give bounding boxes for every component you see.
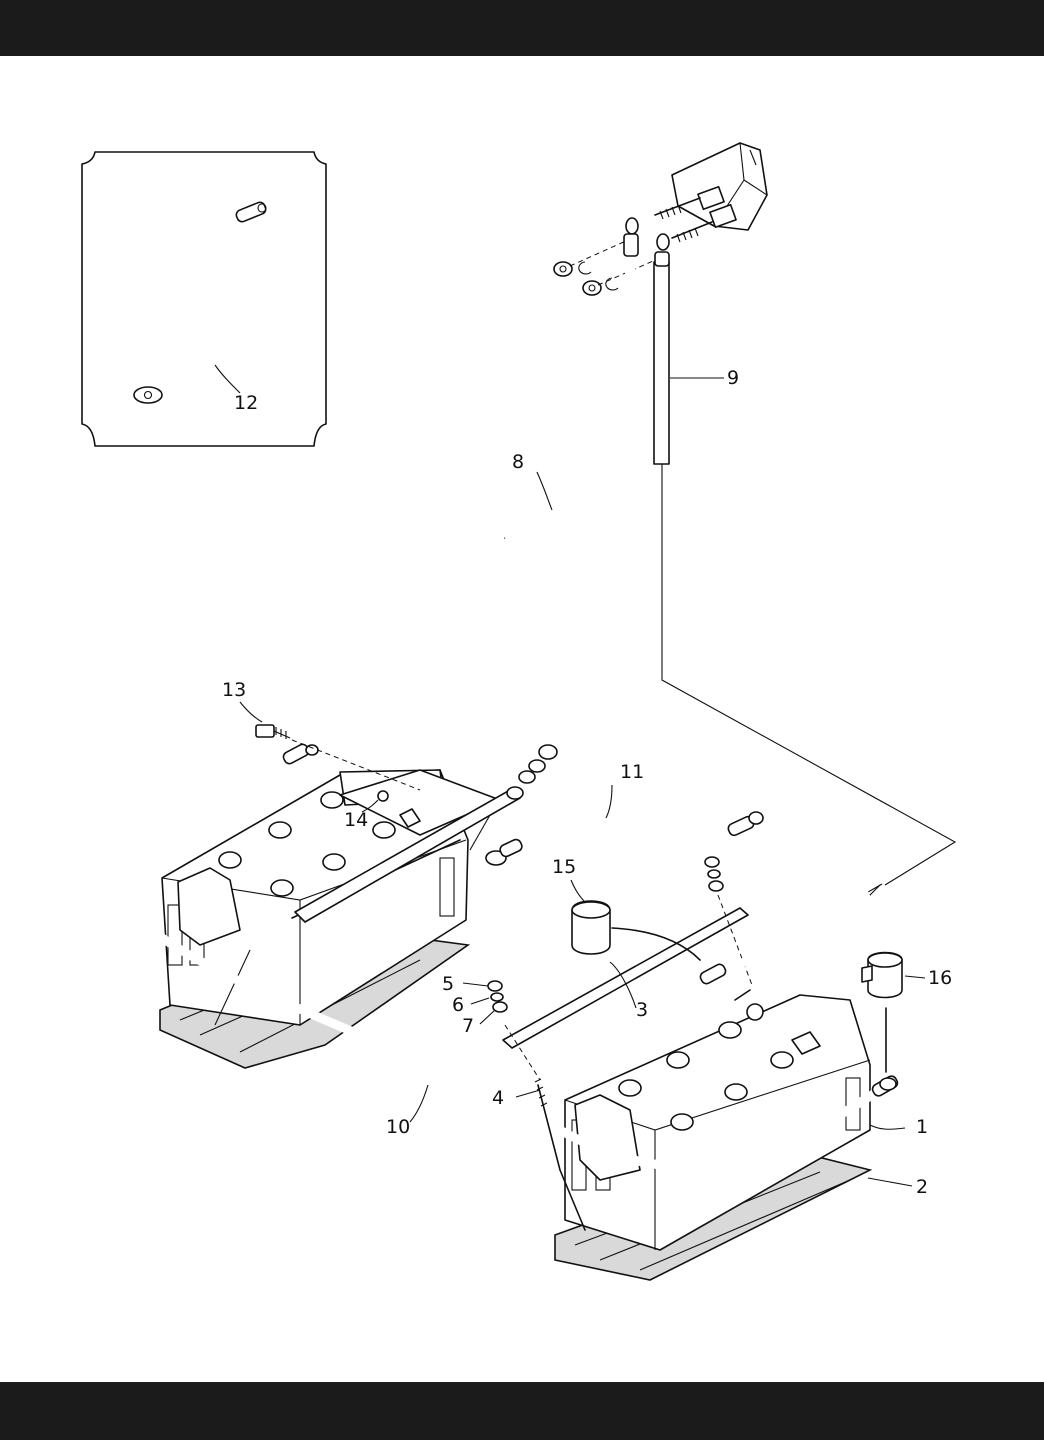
callout-6: 6 [452,994,464,1016]
callout-4: 4 [492,1087,504,1109]
washers-left [519,745,557,783]
callout-8: 8 [512,451,524,473]
callout-16: 16 [928,967,952,989]
callout-1: 1 [916,1116,928,1138]
callout-2: 2 [916,1176,928,1198]
callout-5: 5 [442,973,454,995]
callout-11: 11 [620,761,644,783]
cable-9 [654,234,669,464]
right-battery [555,995,870,1280]
terminal-cover-16 [862,953,902,1073]
callout-10: 10 [386,1116,410,1138]
callout-13: 13 [222,679,246,701]
callout-7: 7 [462,1015,474,1037]
callout-14: 14 [344,809,368,831]
cable-11 [486,808,763,866]
callout-15: 15 [552,856,576,878]
callout-3: 3 [636,999,648,1021]
inset-frame [82,152,326,446]
callout-9: 9 [727,367,739,389]
battery-switch [655,143,767,242]
routing-lines [662,464,955,960]
cable-short [699,885,880,985]
callout-12: 12 [234,392,258,414]
inset-jumper-cable [134,201,267,403]
terminal-nuts-washers [554,240,660,295]
